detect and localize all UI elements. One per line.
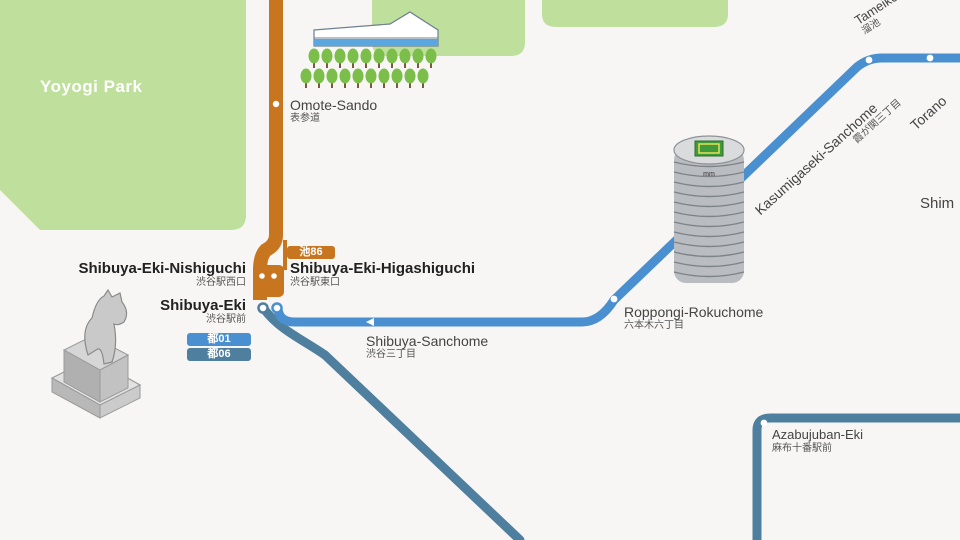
roppongi-hills-tower-icon: mm	[673, 135, 745, 283]
route-badge-ike86[interactable]: 池86	[287, 246, 335, 259]
route-line-steel	[259, 304, 525, 540]
station-jp-name: 六本木六丁目	[624, 320, 684, 332]
station-stops	[259, 54, 934, 427]
station-shibuya-eki-higashiguchi[interactable]: Shibuya-Eki-Higashiguchi 渋谷駅東口	[290, 260, 475, 289]
route-line-orange	[253, 0, 283, 300]
route-badge-to06[interactable]: 都06	[187, 348, 251, 361]
stop-roppongi-rokuchome[interactable]	[610, 295, 618, 303]
stop-tameike[interactable]	[865, 56, 873, 64]
station-roppongi-rokuchome[interactable]: Roppongi-Rokuchome 六本木六丁目	[624, 304, 763, 332]
park-name: Yoyogi Park	[40, 77, 143, 96]
station-en-name: Shibuya-Eki-Nishiguchi	[78, 260, 246, 277]
station-jp-name: 渋谷駅西口	[196, 277, 246, 289]
stop-nishiguchi[interactable]	[259, 273, 265, 279]
station-en-name: Shibuya-Sanchome	[366, 333, 489, 349]
station-shibuya-sanchome[interactable]: Shibuya-Sanchome 渋谷三丁目	[366, 333, 488, 361]
route-badge-to01[interactable]: 都01	[187, 333, 251, 346]
yoyogi-park-area	[0, 0, 246, 230]
stop-shibuya-eki-blue[interactable]	[271, 302, 283, 314]
station-jp-name: 麻布十番駅前	[772, 442, 832, 454]
station-jp-name: 渋谷駅東口	[290, 277, 340, 289]
svg-text:mm: mm	[703, 171, 715, 178]
station-en-name: Omote-Sando	[290, 97, 378, 113]
station-en-name: Shibuya-Eki-Higashiguchi	[290, 260, 476, 277]
station-en-name: Azabujuban-Eki	[772, 427, 864, 442]
station-en-name: Shibuya-Eki	[160, 297, 246, 314]
park-area-top-right	[542, 0, 728, 27]
station-jp-name: 渋谷三丁目	[366, 349, 416, 361]
station-azabujuban-eki[interactable]: Azabujuban-Eki 麻布十番駅前	[772, 427, 864, 454]
stop-azabujuban[interactable]	[760, 419, 768, 427]
station-omote-sando[interactable]: Omote-Sando 表参道	[290, 97, 377, 125]
stop-higashiguchi[interactable]	[271, 273, 277, 279]
station-en-name: Roppongi-Rokuchome	[624, 304, 764, 320]
omotesando-hills-building-icon	[313, 11, 439, 47]
stop-shibuya-eki-steel[interactable]	[257, 302, 269, 314]
stop-omote-sando[interactable]	[272, 100, 280, 108]
station-jp-name: 渋谷駅前	[206, 314, 246, 326]
orange-line-stop	[254, 265, 284, 297]
tree-row-icon	[300, 48, 437, 88]
direction-arrow-icon	[366, 318, 374, 326]
station-shim-partial[interactable]: Shim	[920, 195, 955, 212]
route-line-steel-azabu	[752, 413, 960, 540]
station-shibuya-eki[interactable]: Shibuya-Eki 渋谷駅前	[160, 297, 246, 326]
station-jp-name: 表参道	[290, 113, 320, 125]
stop-kasumigaseki[interactable]	[926, 54, 934, 62]
station-shibuya-eki-nishiguchi[interactable]: Shibuya-Eki-Nishiguchi 渋谷駅西口	[78, 260, 246, 289]
hachiko-statue-icon	[50, 288, 142, 419]
